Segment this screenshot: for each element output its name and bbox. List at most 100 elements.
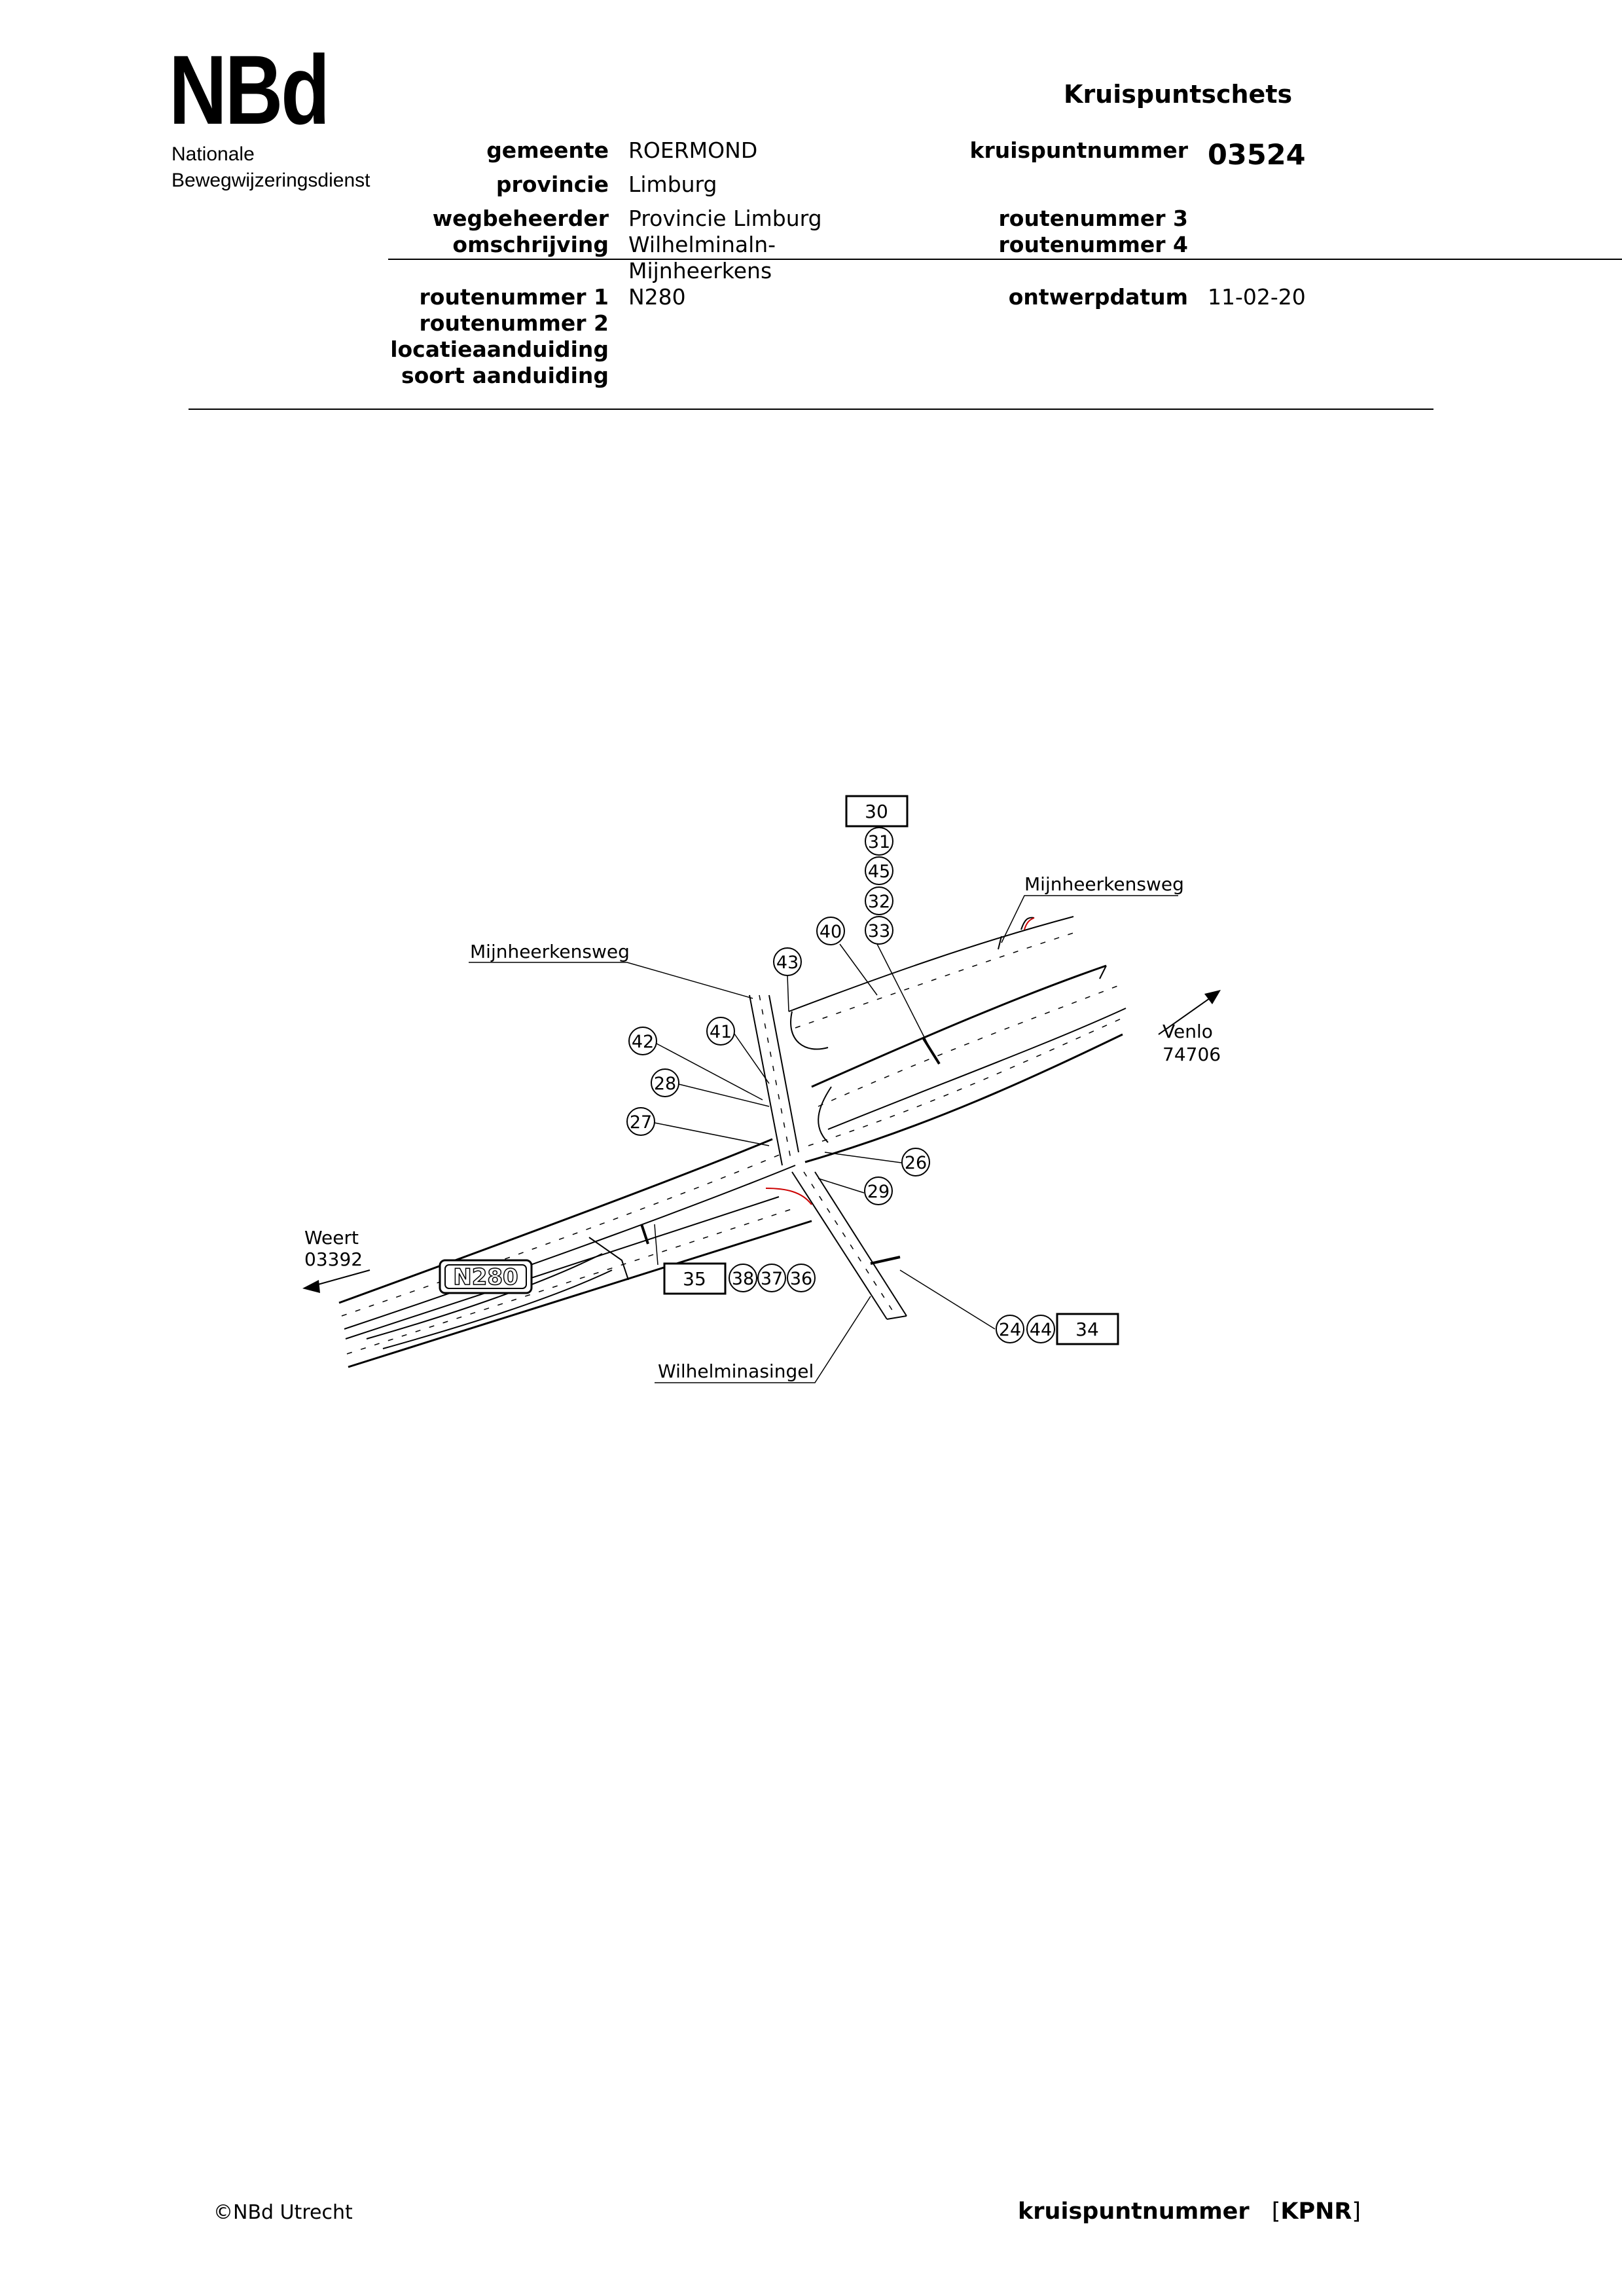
street-mijnheerkensweg-nw: Mijnheerkensweg xyxy=(470,941,630,962)
sign-circle-24 xyxy=(996,1315,1024,1343)
north-arm-east xyxy=(768,994,799,1153)
footer-code: KPNR xyxy=(1280,2198,1352,2225)
east-road-lane-1 xyxy=(818,985,1120,1107)
service-road-b xyxy=(382,1269,613,1349)
label-wegbeheerder: wegbeheerder xyxy=(432,206,609,231)
sign-28-label: 28 xyxy=(654,1074,676,1094)
east-road-north-edge xyxy=(811,964,1107,1088)
sign-circle-29 xyxy=(864,1176,893,1205)
footer-code-group: [KPNR] xyxy=(1272,2198,1361,2225)
leader-24 xyxy=(899,1269,996,1330)
sign-circle-43 xyxy=(773,947,802,976)
sign-circle-42 xyxy=(628,1027,657,1055)
sign-26-label: 26 xyxy=(905,1153,927,1173)
value-kruispuntnummer: 03524 xyxy=(1208,139,1306,172)
street-mijnheerkensweg-ne: Mijnheerkensweg xyxy=(1024,873,1184,895)
arrow-weert-line xyxy=(310,1269,370,1287)
ne-marker-red xyxy=(1024,917,1035,930)
sign-31-label: 31 xyxy=(868,832,890,852)
value-wegbeheerder: Provincie Limburg xyxy=(628,206,822,231)
arrow-venlo-head xyxy=(1204,990,1221,1004)
label-kruispuntnummer: kruispuntnummer xyxy=(969,137,1188,163)
n280-shield-label: N280 xyxy=(453,1264,518,1290)
sign-44-label: 44 xyxy=(1030,1320,1052,1340)
n280-south-edge-b xyxy=(346,1207,796,1355)
sign-37-label: 37 xyxy=(761,1269,783,1289)
value-routenummer-1: N280 xyxy=(628,284,686,310)
sign-box-34 xyxy=(1056,1313,1119,1345)
sign-33-label: 33 xyxy=(868,921,890,941)
footer-code-close: ] xyxy=(1352,2198,1361,2225)
leader-35 xyxy=(654,1224,658,1266)
leader-wilhelminasingel xyxy=(655,1296,871,1383)
direction-weert-code: 03392 xyxy=(304,1248,363,1270)
value-omschrijving-1: Wilhelminaln- xyxy=(628,232,776,257)
n280-north-lane-a xyxy=(341,1152,786,1317)
leader-41 xyxy=(730,1029,770,1084)
north-arm-west xyxy=(749,994,783,1166)
sign-circle-37 xyxy=(757,1264,786,1292)
direction-venlo-code: 74706 xyxy=(1162,1044,1221,1065)
leader-43 xyxy=(787,975,789,1012)
value-ontwerpdatum: 11-02-20 xyxy=(1208,284,1306,310)
n280-north-lane-b xyxy=(344,1165,796,1330)
value-provincie: Limburg xyxy=(628,172,717,197)
logo-line-2: Bewegwijzeringsdienst xyxy=(171,170,370,191)
sign-38-label: 38 xyxy=(732,1269,754,1289)
header-rule-top xyxy=(388,259,1622,260)
sign-circle-28 xyxy=(651,1068,679,1097)
sign-45-label: 45 xyxy=(868,862,890,882)
label-routenummer-1: routenummer 1 xyxy=(419,284,609,310)
leader-mijnheerkensweg-ne xyxy=(1001,895,1178,943)
leader-28 xyxy=(678,1084,770,1107)
value-gemeente: ROERMOND xyxy=(628,137,758,163)
sign-40-label: 40 xyxy=(820,922,842,942)
leader-40 xyxy=(839,943,878,996)
sign-box-35 xyxy=(663,1262,727,1295)
ne-arm-edge-a xyxy=(788,916,1074,1012)
leader-26 xyxy=(824,1152,902,1163)
sign-29-label: 29 xyxy=(867,1182,890,1202)
sign-circle-32 xyxy=(865,886,893,915)
east-road-lane-3 xyxy=(808,1017,1123,1146)
sign-34-label: 34 xyxy=(1075,1319,1099,1340)
east-road-south-edge xyxy=(804,1033,1123,1163)
leader-42 xyxy=(656,1043,763,1101)
red-curb xyxy=(765,1188,812,1205)
sign-36-label: 36 xyxy=(790,1269,812,1289)
footer-code-open: [ xyxy=(1271,2198,1281,2225)
sign-30-label: 30 xyxy=(865,801,888,822)
sign-32-label: 32 xyxy=(868,892,890,912)
sign-27-label: 27 xyxy=(630,1112,652,1133)
direction-venlo: Venlo xyxy=(1162,1021,1213,1042)
label-omschrijving: omschrijving xyxy=(452,232,609,257)
nbd-logo: NBd xyxy=(169,35,330,145)
loop-connector xyxy=(790,1011,829,1050)
arrow-venlo-line xyxy=(1158,994,1215,1035)
sign-43-label: 43 xyxy=(776,953,799,973)
label-routenummer-3: routenummer 3 xyxy=(998,206,1188,231)
sign-circle-45 xyxy=(865,856,893,885)
sign-41-label: 41 xyxy=(710,1022,732,1042)
sign-42-label: 42 xyxy=(632,1032,654,1052)
label-gemeente: gemeente xyxy=(486,137,609,163)
stop-line-2 xyxy=(870,1256,901,1265)
label-routenummer-2: routenummer 2 xyxy=(419,310,609,336)
leader-mijnheerkensweg-nw xyxy=(469,962,753,999)
sign-box-30 xyxy=(845,795,909,828)
sign-circle-27 xyxy=(626,1107,655,1136)
sign-35-label: 35 xyxy=(683,1268,706,1290)
south-arm-west xyxy=(791,1171,888,1320)
label-soort-aanduiding: soort aanduiding xyxy=(401,363,609,388)
leader-27 xyxy=(654,1122,770,1146)
sign-circle-31 xyxy=(865,827,893,856)
east-road-end-1 xyxy=(1099,965,1107,979)
ne-marker xyxy=(998,917,1035,950)
sign-circle-40 xyxy=(816,917,845,945)
value-omschrijving-2: Mijnheerkens xyxy=(628,258,772,283)
logo-line-1: Nationale xyxy=(171,143,255,165)
n280-north-edge xyxy=(338,1138,773,1304)
slip-road xyxy=(588,1237,629,1281)
south-arm-east xyxy=(814,1171,907,1317)
